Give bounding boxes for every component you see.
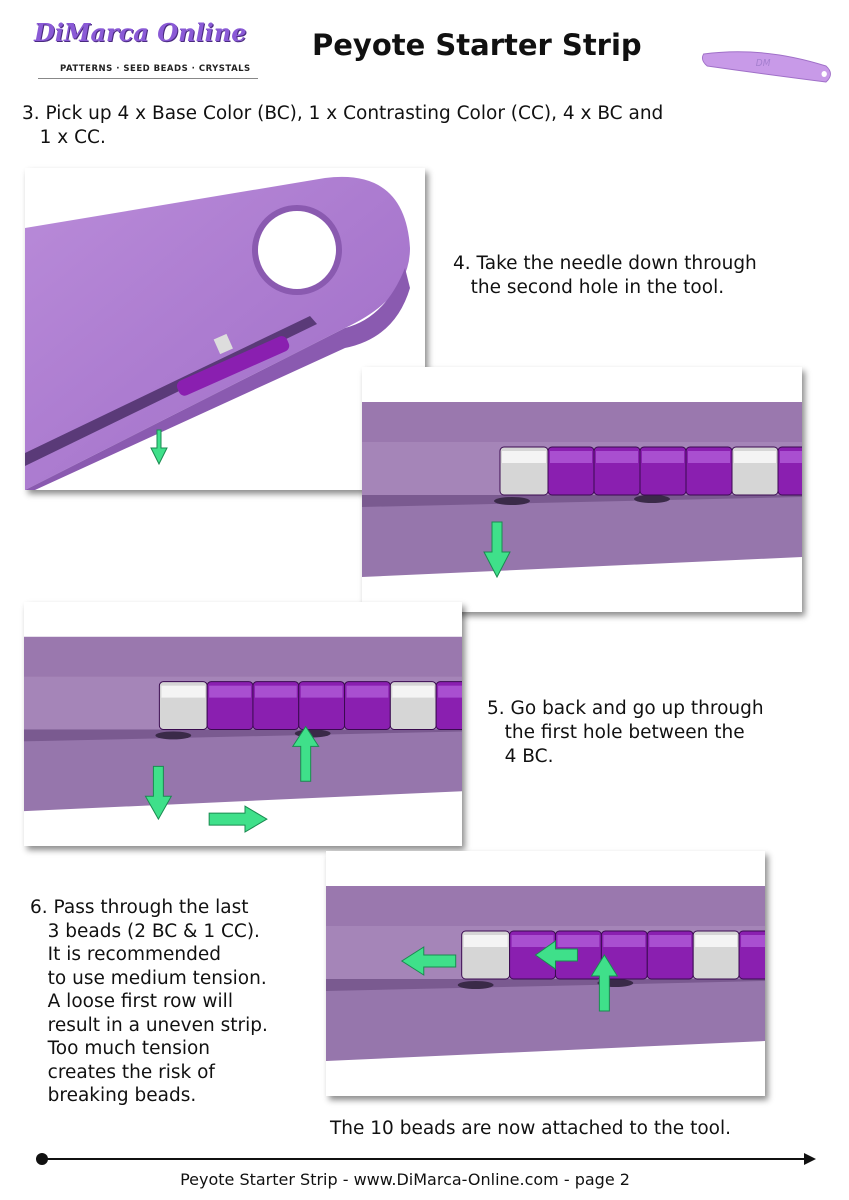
tool-thumbnail-image: DM [701, 51, 831, 83]
bead [738, 930, 765, 980]
tool-engraving: DM [756, 58, 771, 70]
bead [298, 681, 346, 730]
step-6-text: 6. Pass through the last 3 beads (2 BC &… [30, 897, 268, 1106]
arrow-left-icon [534, 940, 578, 970]
bead [646, 930, 694, 980]
logo: DiMarca Online PATTERNS · SEED BEADS · C… [20, 14, 280, 82]
step-3-photo [25, 168, 425, 490]
step-5-photo [24, 602, 462, 846]
footer-text: Peyote Starter Strip - www.DiMarca-Onlin… [180, 1170, 630, 1189]
bead [499, 446, 549, 496]
step-4-text: 4. Take the needle down through the seco… [453, 253, 757, 298]
step-5-text: 5. Go back and go up through the first h… [487, 698, 764, 767]
bead [685, 446, 733, 496]
bead [509, 930, 556, 980]
step-3-text: 3. Pick up 4 x Base Color (BC), 1 x Cont… [22, 103, 664, 148]
bead [777, 446, 802, 496]
arrow-up-icon [590, 954, 619, 1012]
bead [344, 681, 391, 730]
arrow-up-icon [291, 725, 320, 782]
bead [593, 446, 641, 496]
bead [692, 930, 740, 980]
bead [206, 681, 254, 730]
logo-tagline: PATTERNS · SEED BEADS · CRYSTALS [60, 64, 251, 74]
arrow-right-icon [208, 805, 268, 833]
bead [554, 930, 602, 980]
bead [389, 681, 437, 730]
step-4-photo [362, 367, 802, 612]
bead [435, 681, 462, 730]
bead [731, 446, 779, 496]
bead [600, 930, 648, 980]
bead [252, 681, 300, 730]
bead [639, 446, 687, 496]
arrow-down-icon [144, 765, 173, 821]
bead-row-diagonal [176, 333, 290, 396]
logo-name: DiMarca Online [34, 18, 247, 47]
step-6-photo [326, 851, 765, 1096]
result-text: The 10 beads are now attached to the too… [330, 1118, 731, 1139]
arrow-down-icon [483, 521, 511, 579]
bead [547, 446, 595, 496]
bead [158, 681, 208, 730]
logo-underline [38, 78, 258, 79]
arrow-left-icon [400, 946, 457, 976]
footer-arrow-icon [804, 1153, 816, 1165]
page-title: Peyote Starter Strip [312, 28, 642, 62]
bead [461, 930, 511, 980]
footer-divider [40, 1158, 812, 1160]
arrow-down-icon [150, 429, 168, 466]
